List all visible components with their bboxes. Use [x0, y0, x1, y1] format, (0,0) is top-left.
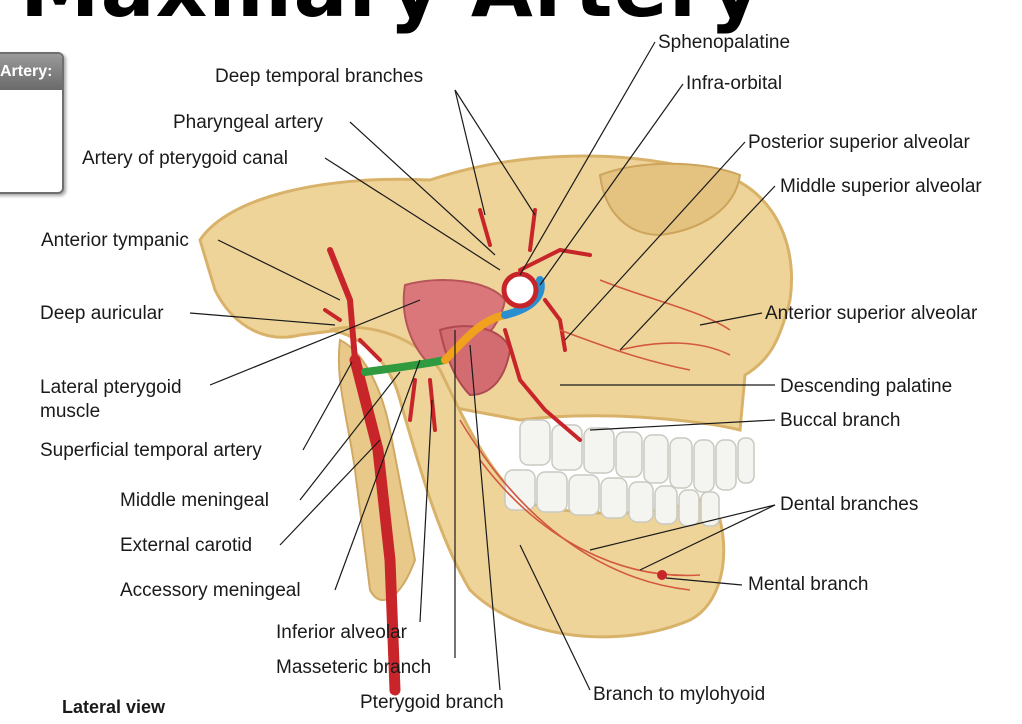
label-anterior-superior-alveolar: Anterior superior alveolar: [765, 303, 978, 324]
label-deep-temporal: Deep temporal branches: [215, 66, 424, 87]
external-carotid-vessel: [349, 354, 401, 696]
label-deep-auricular: Deep auricular: [40, 303, 164, 324]
label-superficial-temporal: Superficial temporal artery: [40, 440, 262, 461]
segment-mandibular-green: [361, 356, 449, 376]
mental-foramen-marker: [657, 570, 667, 580]
label-pharyngeal: Pharyngeal artery: [173, 112, 323, 133]
label-accessory-meningeal: Accessory meningeal: [120, 580, 301, 601]
label-descending-palatine: Descending palatine: [780, 376, 953, 397]
label-inferior-alveolar: Inferior alveolar: [276, 622, 407, 643]
side-panel: Artery:: [0, 52, 64, 194]
segment-pterygoid-orange: [441, 311, 509, 364]
artery-branches: [323, 208, 592, 442]
alveolar-network: [459, 279, 731, 591]
label-buccal: Buccal branch: [780, 410, 901, 431]
label-lateral-pterygoid: Lateral pterygoid: [40, 377, 182, 398]
page-title: Maxillary Artery: [20, 0, 762, 35]
label-masseteric: Masseteric branch: [276, 657, 432, 678]
view-label: Lateral view: [62, 697, 166, 717]
orbit-shape: [598, 162, 742, 237]
label-sphenopalatine: Sphenopalatine: [658, 32, 791, 53]
label-pterygoid-canal: Artery of pterygoid canal: [82, 148, 288, 169]
lower-teeth: [504, 469, 720, 527]
pterygopalatine-loop: [501, 271, 539, 309]
label-lateral-pterygoid-muscle: muscle: [40, 401, 101, 422]
label-posterior-superior-alveolar: Posterior superior alveolar: [748, 132, 970, 153]
label-mental: Mental branch: [748, 574, 869, 595]
label-middle-meningeal: Middle meningeal: [120, 490, 269, 511]
label-middle-superior-alveolar: Middle superior alveolar: [780, 176, 982, 197]
label-dental: Dental branches: [780, 494, 919, 515]
side-panel-heading: Artery:: [0, 54, 62, 90]
label-anterior-tympanic: Anterior tympanic: [41, 230, 189, 251]
label-external-carotid: External carotid: [120, 535, 253, 556]
mandible-shape: [329, 325, 726, 639]
leader-lines: [189, 41, 776, 691]
upper-teeth: [519, 419, 755, 493]
label-mylohyoid: Branch to mylohyoid: [593, 684, 766, 705]
label-infra-orbital: Infra-orbital: [686, 73, 783, 94]
label-pterygoid-branch: Pterygoid branch: [360, 692, 504, 713]
superficial-temporal-vessel: [327, 247, 358, 363]
